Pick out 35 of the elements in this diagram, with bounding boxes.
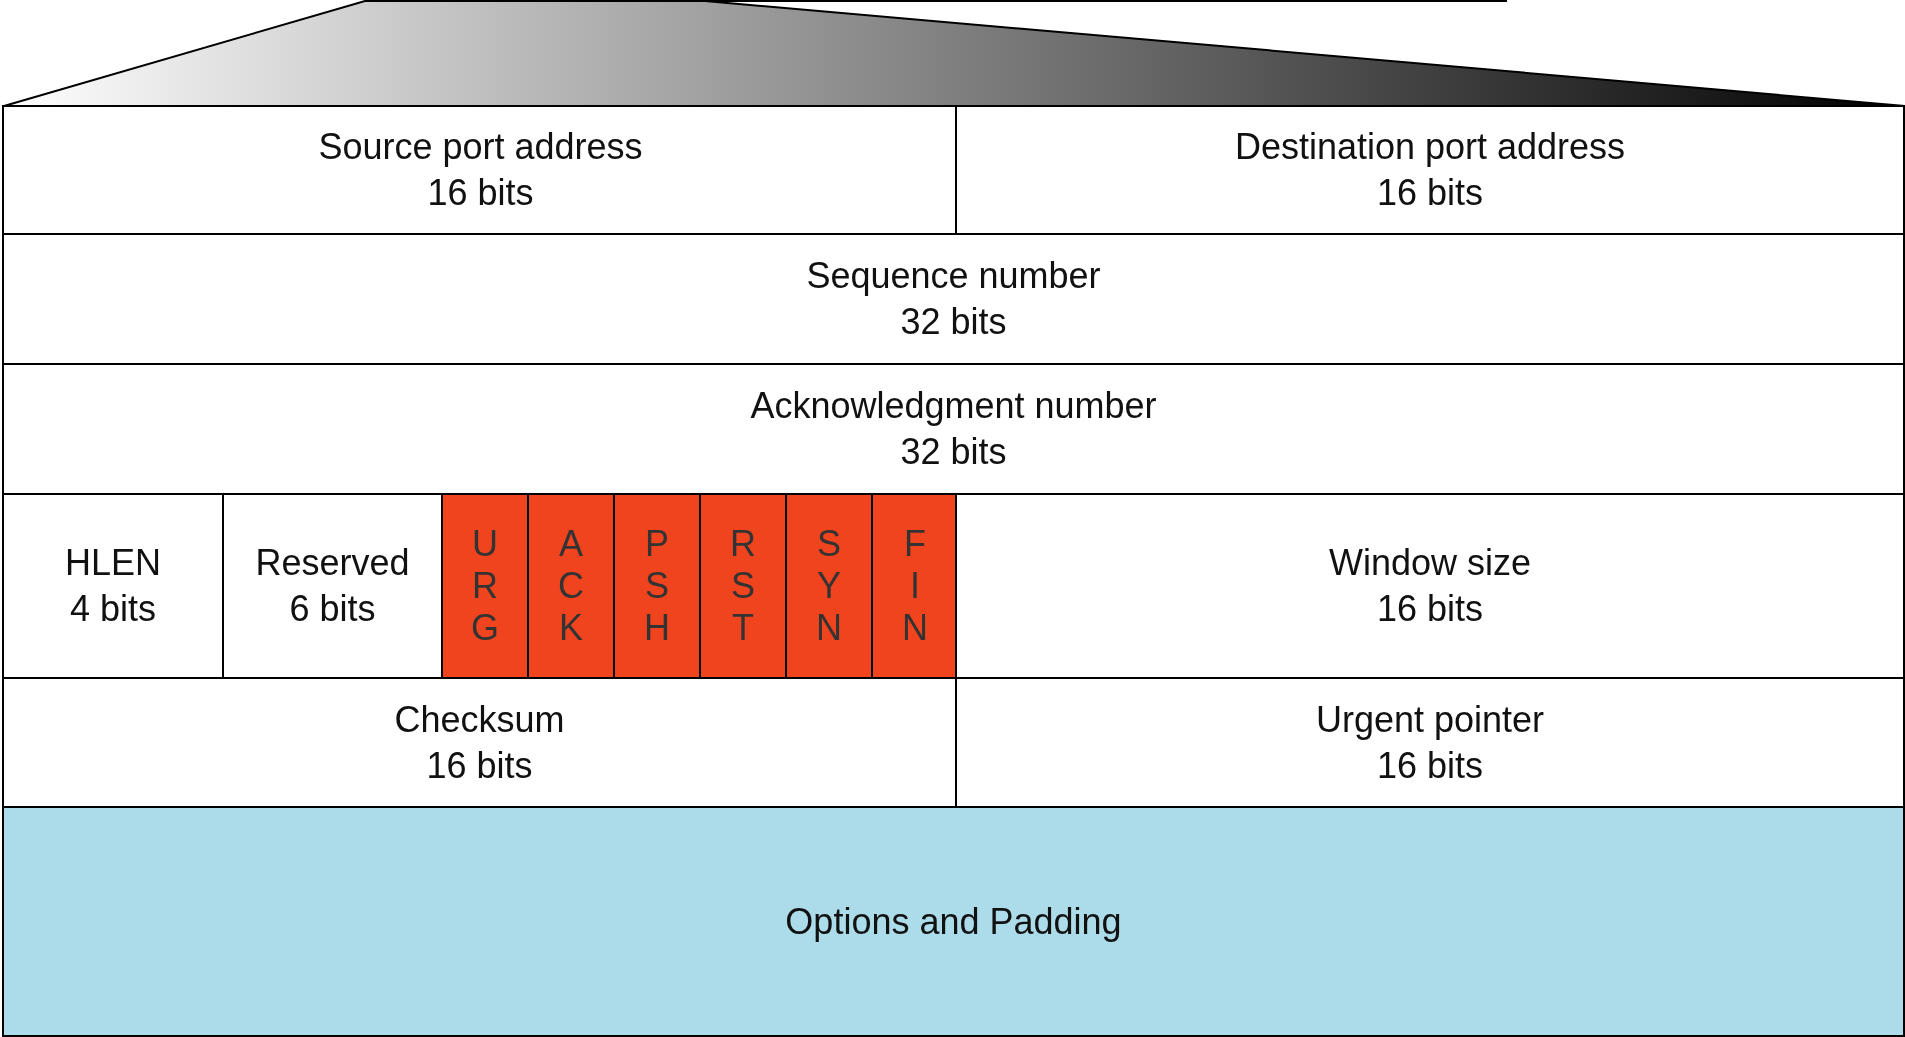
field-size: 16 bits xyxy=(1376,171,1484,215)
flag-bit-cell xyxy=(613,493,701,679)
header-field-cell xyxy=(955,105,1905,235)
field-size: 16 bits xyxy=(1376,587,1484,631)
header-field-cell xyxy=(955,493,1905,679)
flag-name: A C K xyxy=(557,523,585,649)
flag-name: S Y N xyxy=(815,523,843,649)
header-field-cell xyxy=(2,363,1905,495)
field-name: Reserved xyxy=(255,541,410,585)
field-size: 16 bits xyxy=(427,171,534,215)
field-name: Options and Padding xyxy=(785,899,1122,944)
header-field-cell xyxy=(2,233,1905,365)
field-name: Acknowledgment number xyxy=(750,384,1157,428)
field-name: Sequence number xyxy=(806,254,1101,298)
flag-name: F I N xyxy=(901,523,929,649)
flag-bit-cell xyxy=(699,493,787,679)
flag-name: P S H xyxy=(643,523,671,649)
field-size: 32 bits xyxy=(900,430,1007,474)
field-name: Checksum xyxy=(394,697,565,742)
field-size: 4 bits xyxy=(69,587,156,631)
field-name: Destination port address xyxy=(1234,125,1626,169)
flag-name: U R G xyxy=(470,523,500,649)
flag-bit-cell xyxy=(785,493,873,679)
header-field-cell xyxy=(2,806,1905,1037)
field-name: Source port address xyxy=(318,125,643,169)
field-name: Window size xyxy=(1328,541,1532,585)
field-name: HLEN xyxy=(65,541,161,585)
field-size: 32 bits xyxy=(900,300,1007,344)
flag-bit-cell xyxy=(441,493,529,679)
field-size: 6 bits xyxy=(289,587,376,631)
flag-name: R S T xyxy=(729,523,757,649)
field-size: 16 bits xyxy=(1376,743,1484,788)
flag-bit-cell xyxy=(527,493,615,679)
field-name: Urgent pointer xyxy=(1315,697,1545,742)
field-size: 16 bits xyxy=(426,743,533,788)
